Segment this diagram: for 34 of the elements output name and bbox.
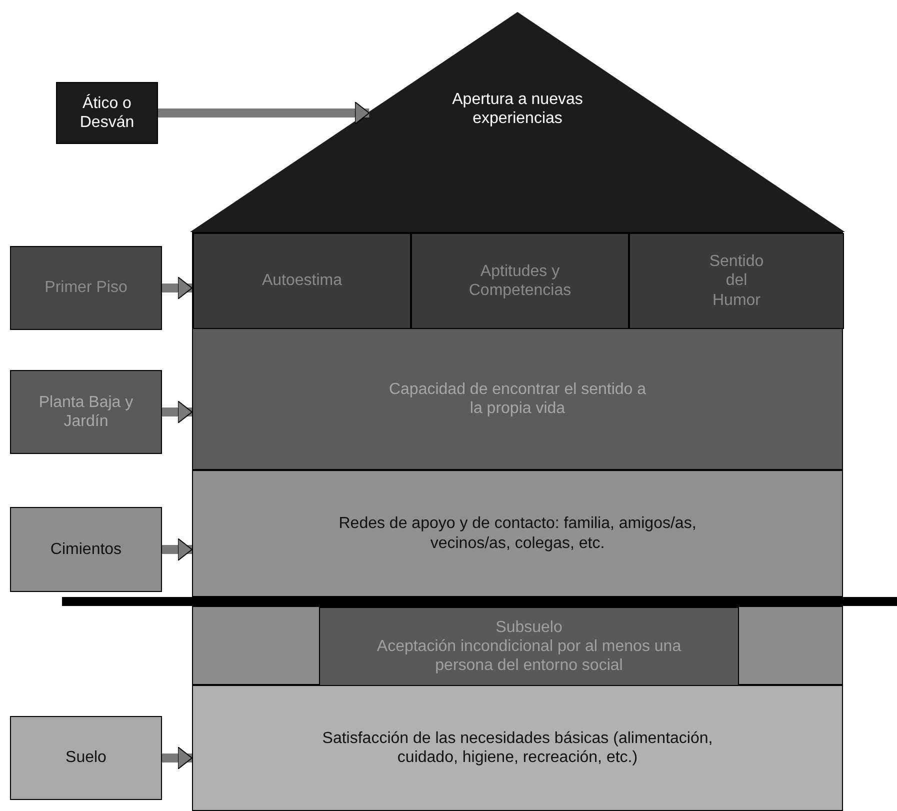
floor-band [192,232,843,328]
box-label: Suelo [64,748,108,768]
floor-band [192,685,843,811]
box-label: Cimientos [49,540,123,560]
label-box [10,370,162,454]
box-label: Ático o Desván [78,94,136,132]
floor-cell [411,233,629,329]
box-label: Planta Baja y Jardín [38,392,134,432]
floor-cell [629,233,844,329]
arrow [158,102,370,124]
band-text: Capacidad de encontrar el sentido a la propia vida [388,380,648,418]
label-box [10,507,162,592]
body-text: Aceptación incondicional por al menos una persona del entorno social [376,636,682,676]
label-box [56,82,158,144]
floor-band [192,606,843,685]
floor-band [192,470,843,597]
arrow [162,276,192,300]
roof-section [190,12,845,232]
cell-text: Sentido del Humor [708,252,765,310]
floor-band [192,328,843,470]
cell-text: Aptitudes y Competencias [468,262,572,300]
cell-text: Autoestima [260,271,344,291]
arrow [162,746,192,770]
arrow [162,400,192,424]
label-box [10,716,162,800]
label-box [10,246,162,330]
floor-cell [193,233,411,329]
band-text: Satisfacción de las necesidades básicas (alimentación, cuidado, higiene, recreación, etc.) [321,728,714,768]
band-text: Redes de apoyo y de contacto: familia, amigos/as, vecinos/as, colegas, etc. [338,514,698,553]
heading-text: Subsuelo [494,618,564,637]
arrow [162,538,192,561]
subsoil-box [319,607,739,686]
box-label: Primer Piso [44,278,128,298]
section-text: Apertura a nuevas experiencias [451,90,584,128]
